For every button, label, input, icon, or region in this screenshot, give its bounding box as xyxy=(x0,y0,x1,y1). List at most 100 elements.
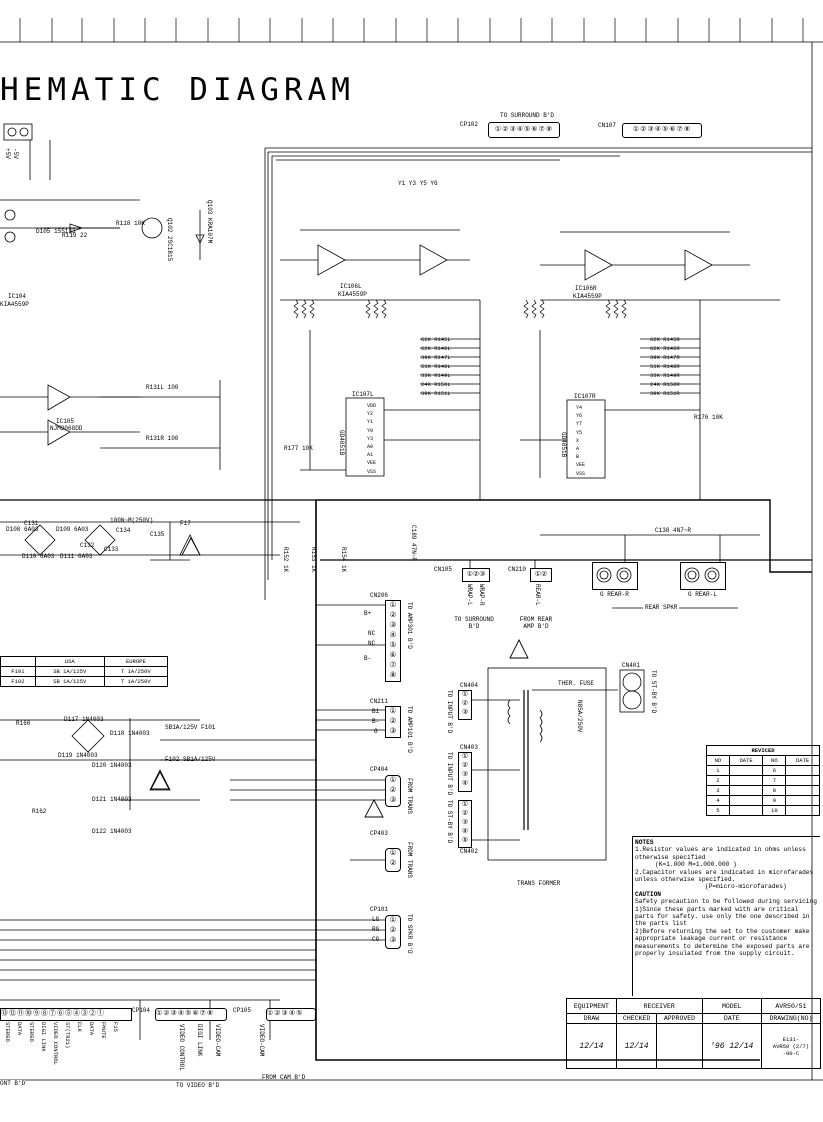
caution-heading: CAUTION xyxy=(635,890,661,898)
cp404-destination: FROM TRANS xyxy=(406,778,413,815)
cn210-destination: FROM REAR AMP B'D xyxy=(519,616,553,630)
d105-label: D105 1SS133 xyxy=(36,228,76,235)
table-row: REVICED xyxy=(706,745,820,756)
c132-label: C132 xyxy=(80,542,95,549)
cn206-pin-bminus: B- xyxy=(364,655,372,662)
d111-label: D111 6A03 xyxy=(60,553,93,560)
cp104-pin-1: VIDEO CONTROL xyxy=(178,1024,185,1071)
cp101-label: CP101 xyxy=(370,906,389,913)
f102-label: F102 SB1A/125V xyxy=(165,756,216,763)
ic104-label: IC104 xyxy=(8,293,27,300)
note-2b: (P=micro-microfarades) xyxy=(705,883,787,891)
front-destination: ONT B'D xyxy=(0,1080,26,1087)
cn210-connector: ①② xyxy=(530,568,552,582)
voltage-labels: Y1 Y3 Y5 Y6 xyxy=(398,180,438,187)
table-row: DRAW CHECKED APPROVED DATE DRAWING(NO) xyxy=(566,1013,822,1024)
cp101-destination: TO SPKR B'D xyxy=(406,914,413,954)
cp102-connector: ①②③④⑤⑥⑦⑧ xyxy=(488,122,560,138)
r160-label: R160 xyxy=(16,720,31,727)
ic105-label: IC105 xyxy=(56,418,75,425)
d120-label: D120 1N4003 xyxy=(92,762,132,769)
ic104-part: KIA4559P xyxy=(0,301,29,308)
c189-label: C189 47N~R xyxy=(410,525,417,562)
ic107r-label: IC107R xyxy=(574,393,596,400)
cn206-pin-nc1: NC xyxy=(368,630,376,637)
cp102-label: CP102 xyxy=(460,121,479,128)
caution-2: 2)Before returning the set to the custom… xyxy=(635,927,810,958)
r153-label: R153 1K xyxy=(310,547,317,573)
rear-r-label: G REAR-R xyxy=(600,591,629,598)
d121-label: D121 1N4003 xyxy=(92,796,132,803)
r131l-label: R131L 100 xyxy=(146,384,179,391)
pos-voltage: +5V xyxy=(4,148,11,159)
cn401-label: CN401 xyxy=(622,662,641,669)
cp404-label: CP404 xyxy=(370,766,389,773)
rear-spkr-label: REAR SPKR xyxy=(643,604,680,611)
cn211-destination: TO AMP101 B'D xyxy=(406,706,413,753)
cp105-destination: FROM CAM B'D xyxy=(262,1074,306,1081)
cn404-label: CN404 xyxy=(460,682,479,689)
cp104-destination: TO VIDEO B'D xyxy=(176,1082,220,1089)
q102-label: Q102 2SC1815 xyxy=(166,218,173,262)
table-row: 12/14 12/14 '96 12/14 E131- AVR50 (2/7) … xyxy=(566,1023,822,1069)
cap-rating: 100N~M(250V) xyxy=(110,517,154,524)
f101-label: SB1A/125V F101 xyxy=(165,724,216,731)
cp104-label: CP104 xyxy=(132,1007,151,1014)
c134-label: C134 xyxy=(116,527,131,534)
ic106l-label: IC106L xyxy=(340,283,362,290)
d110-label: D110 6A03 xyxy=(22,553,55,560)
d122-label: D122 1N4003 xyxy=(92,828,132,835)
note-2: 2.Capacitor values are indicated in micr… xyxy=(635,868,814,884)
notes-heading: NOTES xyxy=(635,839,654,846)
cp403-label: CP403 xyxy=(370,830,389,837)
cn105-destination: TO SURROUND B'D xyxy=(454,616,494,630)
c135-label: C135 xyxy=(150,531,165,538)
d119-label: D119 1N4003 xyxy=(58,752,98,759)
d117-label: D117 1N4003 xyxy=(64,716,104,723)
r118-label: R118 10K xyxy=(116,220,145,227)
cn403-label: CN403 xyxy=(460,744,479,751)
cn402-label: CN402 xyxy=(460,848,479,855)
cp101-pin-cg: CG xyxy=(372,936,380,943)
ic107l-part: GD4051B xyxy=(338,430,345,456)
table-row: EQUIPMENT RECEIVER MODEL AVR50/51 xyxy=(566,998,822,1014)
c131-label: C131 xyxy=(24,520,39,527)
r119-label: R119 22 xyxy=(62,232,88,239)
cp104-connector: ①②③④⑤⑥⑦⑧ xyxy=(155,1008,227,1021)
cp105-pin-1: VIDEO-CAM xyxy=(258,1024,265,1057)
c138-label: C138 4N7~R xyxy=(655,527,692,534)
transformer-rating: N85A/250V xyxy=(576,700,583,733)
rear-spkr-l-terminal xyxy=(680,562,726,590)
neg-voltage: -5V xyxy=(12,148,19,159)
d109-label: D109 6A03 xyxy=(56,526,89,533)
front-connector: ⑬⑫⑪⑩⑨⑧⑦⑥⑤④③②① xyxy=(0,1008,132,1021)
caution-1: 1)Since these parts marked with are crit… xyxy=(635,905,810,928)
cn105-pin-2: WRAP-R xyxy=(478,584,485,606)
cn105-pin-1: WRAP-L xyxy=(466,584,473,606)
c133-label: C133 xyxy=(104,546,119,553)
ic106r-label: IC106R xyxy=(575,285,597,292)
ic107r-part: GD4051B xyxy=(560,432,567,458)
page-title: HEMATIC DIAGRAM xyxy=(0,72,355,108)
title-block: EQUIPMENT RECEIVER MODEL AVR50/51 DRAW C… xyxy=(566,998,822,1069)
r131r-label: R131R 100 xyxy=(146,435,179,442)
cp104-pin-2: DIGI LINK xyxy=(196,1024,203,1057)
r162-label: R162 xyxy=(32,808,47,815)
cn402-destination: TO ST-BY B'D xyxy=(446,800,453,844)
r154-label: R154 1K xyxy=(340,547,347,573)
cn206-label: CN206 xyxy=(370,592,389,599)
cp104-pin-3: VIDEO-CAM xyxy=(214,1024,221,1057)
thermal-fuse-label: THER. FUSE xyxy=(558,680,595,687)
rear-spkr-r-terminal xyxy=(592,562,638,590)
